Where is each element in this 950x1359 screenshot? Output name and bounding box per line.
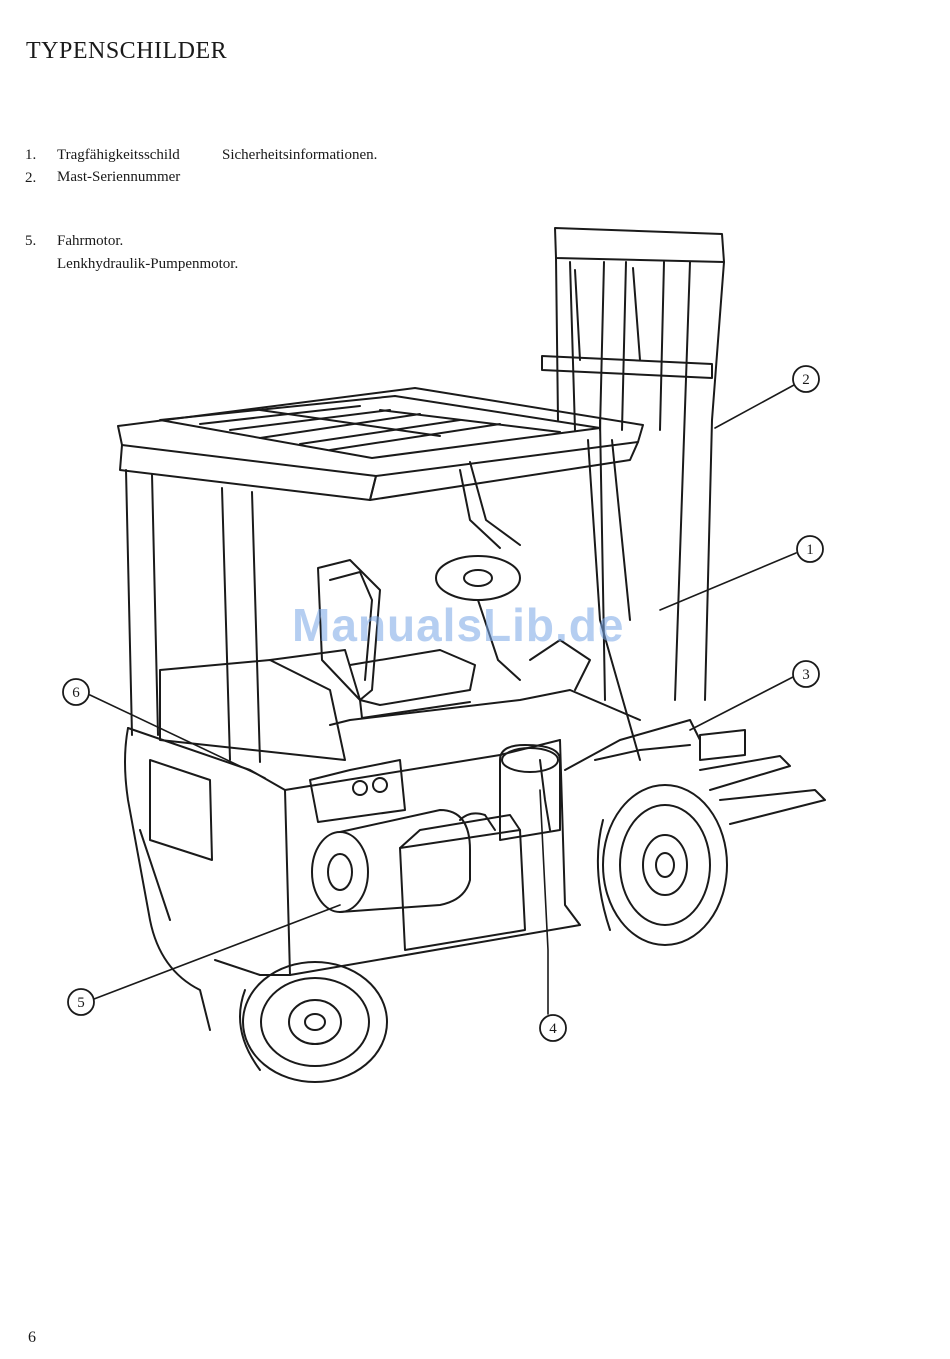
callout-label: 3 [802, 667, 810, 683]
rear-wheel [240, 962, 387, 1082]
truck-body [125, 690, 700, 1030]
callout-label: 2 [802, 372, 810, 388]
watermark: ManualsLib.de [292, 598, 624, 652]
callout-label: 6 [72, 685, 80, 701]
front-wheel [598, 785, 727, 945]
page-number: 6 [28, 1329, 36, 1347]
callout-label: 5 [77, 995, 85, 1011]
callout-label: 1 [806, 542, 814, 558]
mast [542, 228, 724, 760]
forks [700, 730, 825, 824]
callout-label: 4 [549, 1021, 557, 1037]
